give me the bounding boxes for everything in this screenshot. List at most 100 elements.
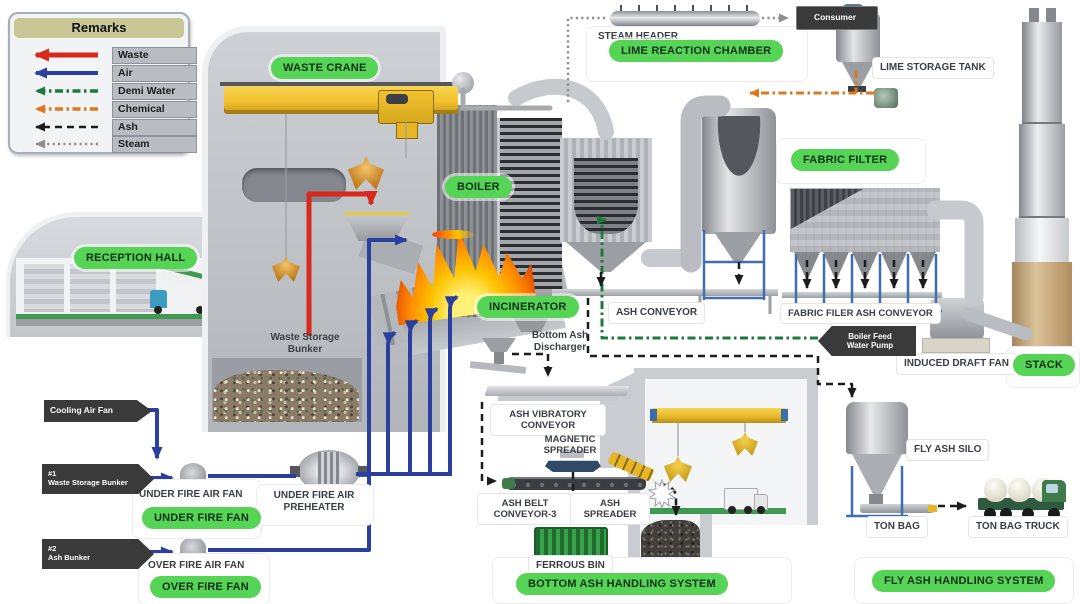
label-ash-belt-conveyor-3: ASH BELT CONVEYOR-3	[477, 493, 573, 526]
garage-door	[24, 264, 64, 312]
waste-pile	[213, 370, 359, 422]
legend-label: Air	[112, 65, 197, 82]
label-lime-storage-tank: LIME STORAGE TANK	[872, 57, 994, 79]
label-ton-bag-truck: TON BAG TRUCK	[968, 516, 1068, 538]
indoor-truck-wheel	[757, 506, 765, 514]
floor	[16, 319, 224, 326]
truck-wheel	[196, 306, 204, 314]
magnetic-spreader-device	[545, 460, 601, 472]
legend-row-air: Air	[20, 65, 197, 82]
crane-winch	[386, 94, 408, 104]
pill-fabric-filter: FABRIC FILTER	[791, 149, 900, 171]
stack-segment-1	[1022, 22, 1062, 124]
tag-line2: Water Pump	[846, 341, 894, 350]
label-bottom-ash-discharger: Bottom Ash Discharger	[531, 330, 589, 353]
legend-label: Waste	[112, 47, 197, 64]
stack-segment-4	[1012, 262, 1072, 350]
legend-title: Remarks	[14, 18, 184, 38]
floor-stripe	[16, 314, 224, 319]
legend-row-waste: Waste	[20, 47, 197, 64]
lime-dosing-pump	[874, 88, 898, 108]
pill-stack: STACK	[1013, 354, 1076, 376]
vibratory-conveyor-tray	[484, 386, 630, 396]
label-waste-storage-bunker: Waste Storage Bunker	[270, 332, 340, 355]
tag-ash-bunker-2: #2 Ash Bunker	[42, 539, 154, 569]
label-under-fire-air-fan: UNDER FIRE AIR FAN	[139, 489, 243, 500]
tag-line1: #1	[48, 469, 57, 479]
bunker-wall-recess	[242, 168, 346, 202]
stack-top-pipe	[1029, 8, 1039, 24]
label-ash-spreader: ASH SPREADER	[570, 493, 650, 526]
fly-ash-silo-cone	[852, 454, 902, 496]
legend-label: Ash	[112, 119, 197, 136]
tag-line1: Boiler Feed	[848, 331, 892, 341]
label-over-fire-air-fan: OVER FIRE AIR FAN	[148, 560, 245, 571]
label-magnetic-spreader: MAGNETIC SPREADER	[543, 434, 597, 457]
tag-cooling-air-fan: Cooling Air Fan	[44, 400, 152, 422]
crane-hook-block	[396, 122, 418, 139]
lime-reaction-cone	[714, 232, 762, 262]
crane-end-block	[781, 409, 788, 421]
air-arrow-icon	[34, 67, 98, 79]
legend: Remarks Waste Air Demi Water Chemical	[8, 12, 197, 154]
crane-end-block	[650, 409, 657, 421]
lime-tank-cone	[842, 62, 874, 88]
tag-boiler-feed-pump: Boiler Feed Water Pump	[818, 326, 916, 356]
garage-door	[70, 264, 110, 312]
label-ton-bag: TON BAG	[866, 516, 928, 538]
label-under-fire-air-preheater: UNDER FIRE AIR PREHEATER	[273, 490, 355, 513]
ton-bag-sack	[1008, 478, 1031, 502]
steam-arrow-icon	[35, 139, 98, 149]
label-steam-header: STEAM HEADER	[598, 31, 679, 42]
ton-bag-sack	[984, 478, 1007, 502]
induced-draft-fan-base	[922, 338, 990, 353]
garage-door	[116, 264, 156, 312]
label-fly-ash-silo: FLY ASH SILO	[906, 439, 990, 461]
bottom-ash-discharger-stem	[494, 352, 504, 364]
legend-label: Demi Water	[112, 83, 197, 100]
air-preheater-nozzle	[290, 466, 300, 477]
vibratory-conveyor-base	[497, 396, 619, 401]
ton-bag-conveyor-tip	[928, 505, 937, 512]
tag-line1: #2	[48, 544, 57, 554]
legend-label: Chemical	[112, 101, 197, 118]
bottom-ash-discharger-tray	[469, 361, 527, 374]
baghouse-outlet-duct	[926, 200, 984, 306]
truck-cab	[150, 290, 167, 308]
economizer-tubes	[574, 158, 638, 234]
burner-jet	[432, 230, 476, 239]
truck-cab-window	[1046, 484, 1058, 493]
waste-arrow-icon	[34, 48, 98, 62]
bottom-ash-discharger-device	[482, 338, 516, 352]
pill-fly-ash-handling: FLY ASH HANDLING SYSTEM	[872, 570, 1056, 592]
lime-reaction-vessel-inner	[712, 116, 766, 190]
steam-header-valves	[620, 5, 752, 12]
legend-row-ash: Ash	[20, 119, 197, 136]
chemical-arrow-icon	[35, 104, 98, 114]
legend-row-steam: Steam	[20, 136, 197, 153]
legend-label: Steam	[112, 136, 197, 153]
pill-incinerator: INCINERATOR	[477, 296, 579, 318]
tag-consumer-label: Consumer	[813, 12, 857, 23]
tag-cooling-air-fan-label: Cooling Air Fan	[50, 405, 113, 416]
label-fabric-filter-ash-conveyor: FABRIC FILER ASH CONVEYOR	[780, 303, 941, 325]
economizer-cone	[566, 242, 646, 272]
pill-bottom-ash-handling: BOTTOM ASH HANDLING SYSTEM	[516, 573, 728, 595]
ash-arrow-icon	[35, 122, 98, 132]
belt-conveyor	[506, 477, 646, 490]
tag-consumer: Consumer	[796, 6, 878, 30]
ash-building-floor	[646, 508, 786, 514]
fabric-filter-conveyor-beam	[782, 292, 942, 298]
ferrous-bin-device	[534, 527, 608, 557]
label-ash-conveyor: ASH CONVEYOR	[608, 302, 706, 324]
pill-reception-hall: RECEPTION HALL	[74, 247, 198, 269]
pill-lime-reaction-chamber: LIME REACTION CHAMBER	[609, 40, 784, 62]
ash-conveyor-beam	[552, 289, 778, 296]
indoor-truck-wheel	[728, 506, 736, 514]
steam-header-pipe	[610, 11, 760, 26]
magnetic-spreader-top	[560, 450, 584, 458]
tag-line2: Ash Bunker	[48, 553, 91, 562]
lime-tank-valve	[848, 86, 866, 92]
pill-over-fire-fan: OVER FIRE FAN	[150, 576, 261, 598]
label-induced-draft-fan: INDUCED DRAFT FAN	[896, 353, 1017, 375]
